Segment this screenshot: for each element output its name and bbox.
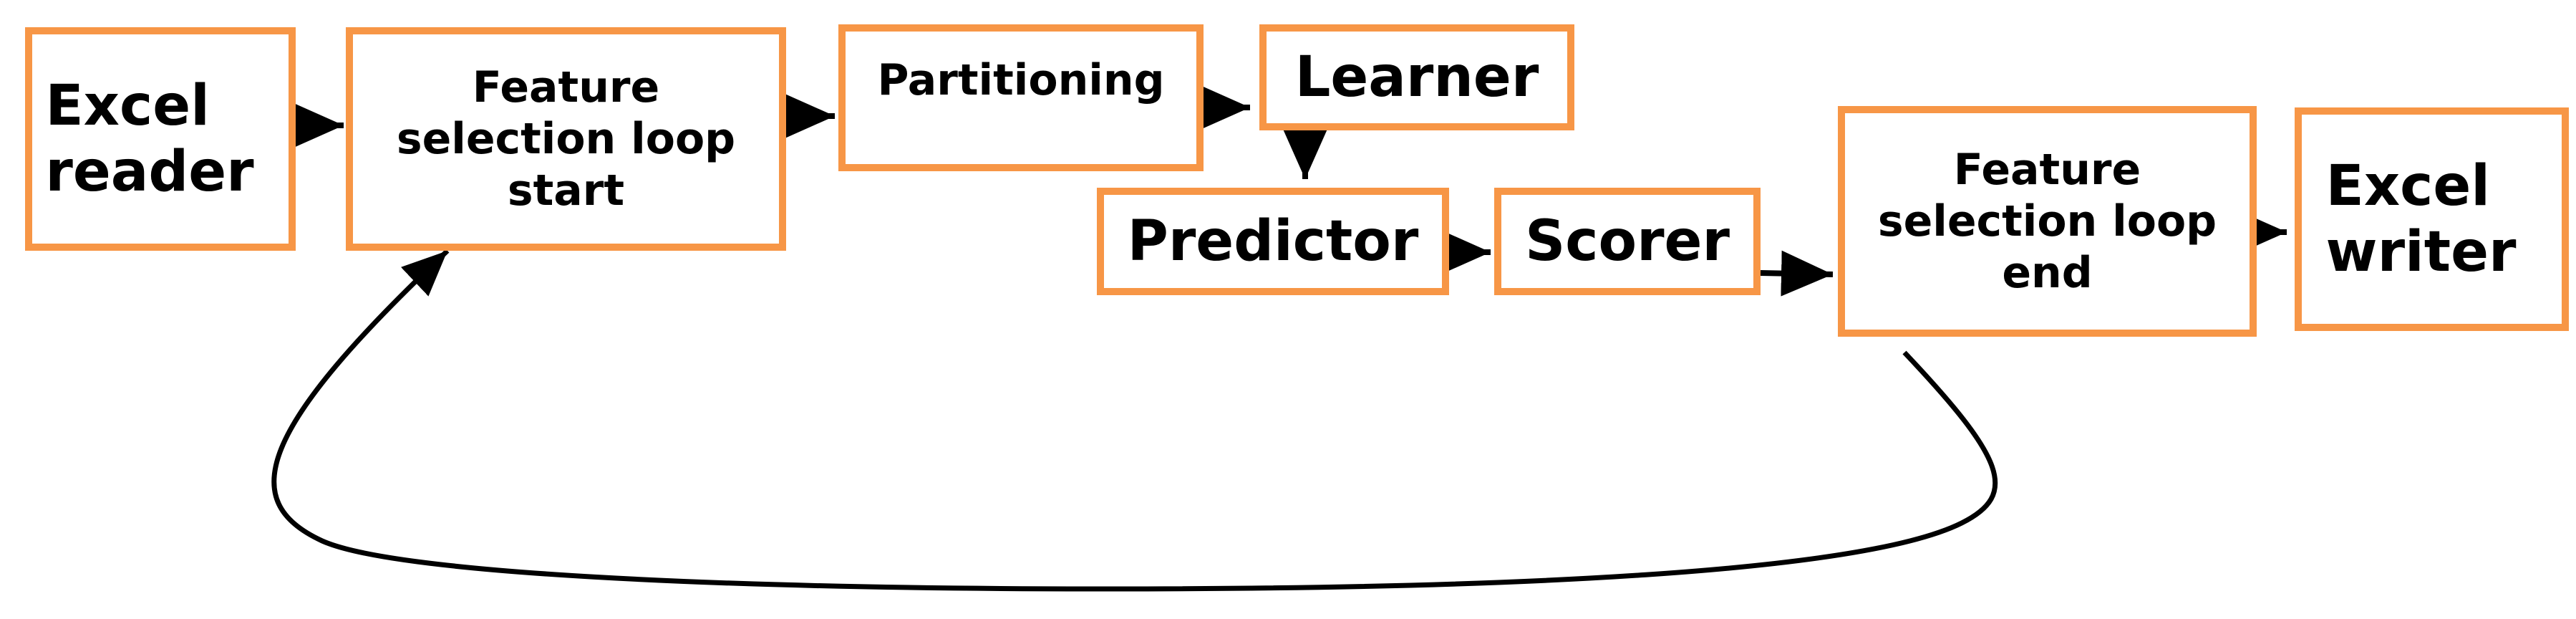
excel-reader-node[interactable]: Excel reader: [25, 27, 296, 251]
edge-scorer-to-fs-loop-end: [1760, 250, 1834, 297]
scorer-node[interactable]: Scorer: [1494, 188, 1761, 295]
fs-loop-start-node[interactable]: Feature selection loop start: [346, 27, 786, 251]
learner-label: Learner: [1294, 45, 1539, 110]
excel-writer-label: Excel writer: [2325, 154, 2517, 284]
partitioning-label: Partitioning: [877, 55, 1165, 105]
edge-loop-back: [271, 249, 1998, 592]
learner-node[interactable]: Learner: [1259, 24, 1574, 130]
fs-loop-end-label: Feature selection loop end: [1877, 145, 2217, 298]
excel-writer-node[interactable]: Excel writer: [2295, 107, 2569, 331]
scorer-label: Scorer: [1525, 209, 1730, 274]
fs-loop-start-label: Feature selection loop start: [396, 62, 736, 216]
predictor-node[interactable]: Predictor: [1097, 188, 1449, 295]
partitioning-node[interactable]: Partitioning: [838, 24, 1204, 171]
fs-loop-end-node[interactable]: Feature selection loop end: [1838, 106, 2257, 337]
predictor-label: Predictor: [1127, 209, 1419, 274]
excel-reader-label: Excel reader: [45, 74, 254, 204]
